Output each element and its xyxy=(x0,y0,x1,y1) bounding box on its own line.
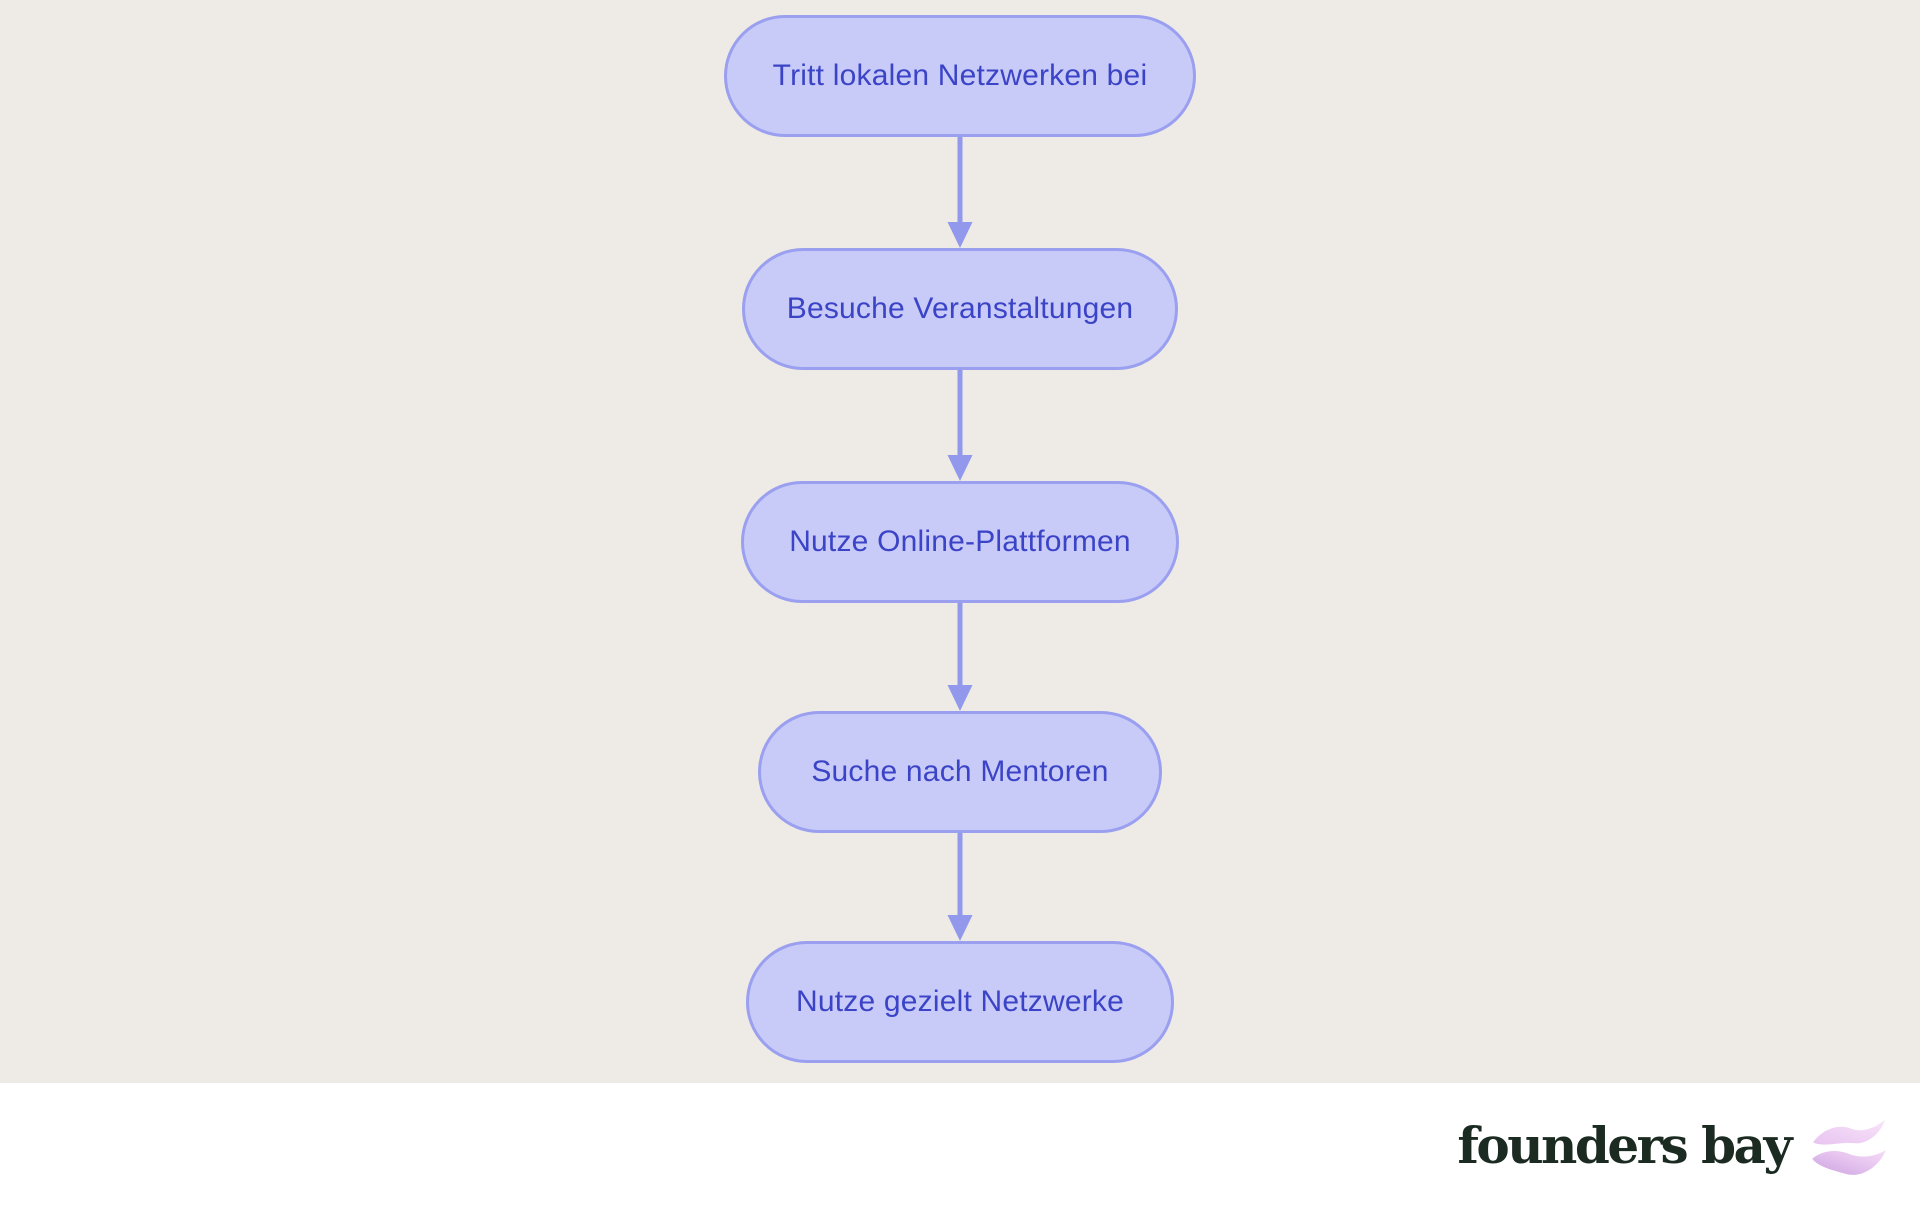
arrow-down-icon xyxy=(947,137,973,248)
flow-node-5-label: Nutze gezielt Netzwerke xyxy=(795,985,1125,1018)
flowchart-canvas: Tritt lokalen Netzwerken bei Besuche Ver… xyxy=(0,0,1920,1083)
wave-logo-icon xyxy=(1810,1117,1888,1181)
flow-node-2: Besuche Veranstaltungen xyxy=(742,248,1178,370)
flow-arrow-2-3 xyxy=(945,370,975,481)
arrow-down-icon xyxy=(947,833,973,941)
flow-node-1-label: Tritt lokalen Netzwerken bei xyxy=(772,59,1148,92)
flow-node-2-label: Besuche Veranstaltungen xyxy=(786,292,1134,325)
flow-arrow-4-5 xyxy=(945,833,975,941)
flow-node-5: Nutze gezielt Netzwerke xyxy=(746,941,1174,1063)
arrow-down-icon xyxy=(947,603,973,711)
flow-node-3-label: Nutze Online-Plattformen xyxy=(789,525,1131,558)
flow-node-4-label: Suche nach Mentoren xyxy=(811,755,1109,788)
arrow-down-icon xyxy=(947,370,973,481)
footer: founders bay xyxy=(0,1083,1920,1215)
flow-arrow-3-4 xyxy=(945,603,975,711)
flow-arrow-1-2 xyxy=(945,137,975,248)
wave-top xyxy=(1813,1119,1885,1145)
brand-wordmark: founders bay xyxy=(1457,1116,1792,1175)
flow-node-4: Suche nach Mentoren xyxy=(758,711,1162,833)
flow-node-3: Nutze Online-Plattformen xyxy=(741,481,1179,603)
flow-node-1: Tritt lokalen Netzwerken bei xyxy=(724,15,1196,137)
wave-bottom xyxy=(1812,1149,1886,1175)
brand-logo: founders bay xyxy=(1457,1117,1888,1181)
